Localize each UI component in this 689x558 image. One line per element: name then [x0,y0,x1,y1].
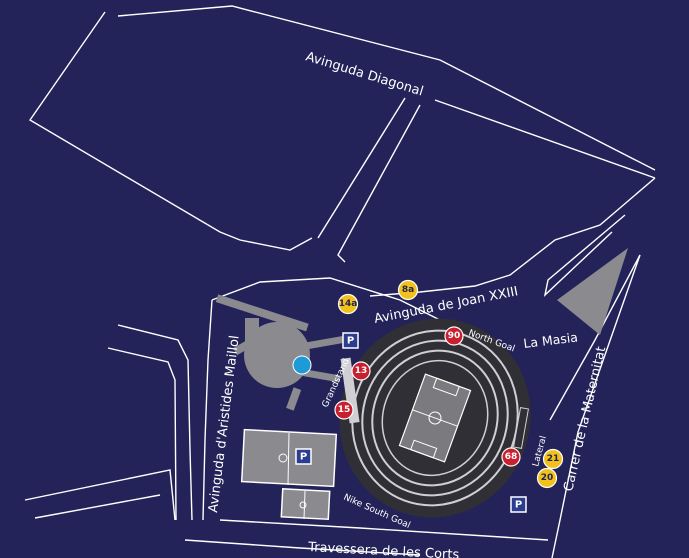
road-corts-bottom [184,539,421,556]
svg-text:90: 90 [448,331,461,341]
road-network [24,5,656,558]
la-masia-building [557,248,628,335]
stadium-tier-3 [371,349,499,487]
street-label-maternitat: Carrer de la Maternitat [561,345,609,493]
plaza-walkway-6 [286,387,302,411]
street-label-maillol: Avinguda d'Aristides Maillol [206,335,243,514]
red-marker-90[interactable]: 90 [444,326,464,346]
svg-text:68: 68 [505,452,518,462]
road-masia-triangle-top [549,254,641,421]
svg-text:20: 20 [541,473,554,483]
place-label-la-masia: La Masia [523,329,579,351]
parking-marker-2[interactable]: P [295,448,312,465]
plaza-walkway-4 [299,334,351,351]
court-small-midline [303,490,306,520]
lateral-block [513,407,529,449]
yellow-marker-21[interactable]: 21 [542,448,564,470]
road-block-right-bottom [369,177,656,297]
pitch-north-box [432,377,460,397]
plaza-walkway-1 [215,294,309,332]
parking-marker-1[interactable]: P [342,332,359,349]
pitch-center-circle [428,411,442,425]
yellow-marker-20[interactable]: 20 [536,467,558,489]
road-maillol-outer [117,324,193,521]
court-large-center [278,453,288,463]
road-maternitat-edge [551,254,641,558]
yellow-marker-14a[interactable]: 14a [337,293,359,315]
svg-text:15: 15 [338,405,351,415]
road-side-right [543,214,626,298]
grandstand-block [340,357,360,424]
road-block-center-top [434,99,656,179]
current-location-dot[interactable] [292,355,312,375]
svg-text:14a: 14a [339,299,358,309]
road-maillol-inner [202,299,213,521]
svg-text:P: P [300,452,307,463]
road-top-left-edge [28,11,313,251]
road-corts-left [24,469,176,521]
road-top-left-inner [117,5,656,171]
stadium [339,318,531,518]
road-corts-left-b [34,494,161,519]
red-marker-13[interactable]: 13 [351,361,371,381]
football-pitch [398,373,472,463]
red-marker-15[interactable]: 15 [334,400,354,420]
training-courts [240,428,338,521]
stadium-tier-2 [361,339,509,497]
road-maillol-outer-b [107,347,177,521]
yellow-marker-8a[interactable]: 8a [397,279,419,301]
svg-text:13: 13 [355,366,368,376]
court-small-center [299,501,307,509]
svg-text:P: P [515,500,522,511]
court-large-midline [287,432,290,486]
svg-text:P: P [347,336,354,347]
museum-plaza [215,294,351,411]
red-marker-68[interactable]: 68 [501,447,521,467]
road-block-center-left [337,104,421,263]
road-block-left-right [317,97,406,239]
parking-marker-3[interactable]: P [510,496,527,513]
pitch-south-box [410,439,438,459]
road-corts-top [219,519,549,541]
round-building [244,322,310,388]
street-label-corts: Travessera de les Corts [307,540,460,558]
svg-text:8a: 8a [402,285,414,295]
pitch-halfway-line [412,409,458,427]
stadium-tier-1 [351,329,519,507]
street-label-diagonal: Avinguda Diagonal [304,49,425,99]
road-joan-lower [211,277,441,321]
svg-text:21: 21 [547,454,560,464]
